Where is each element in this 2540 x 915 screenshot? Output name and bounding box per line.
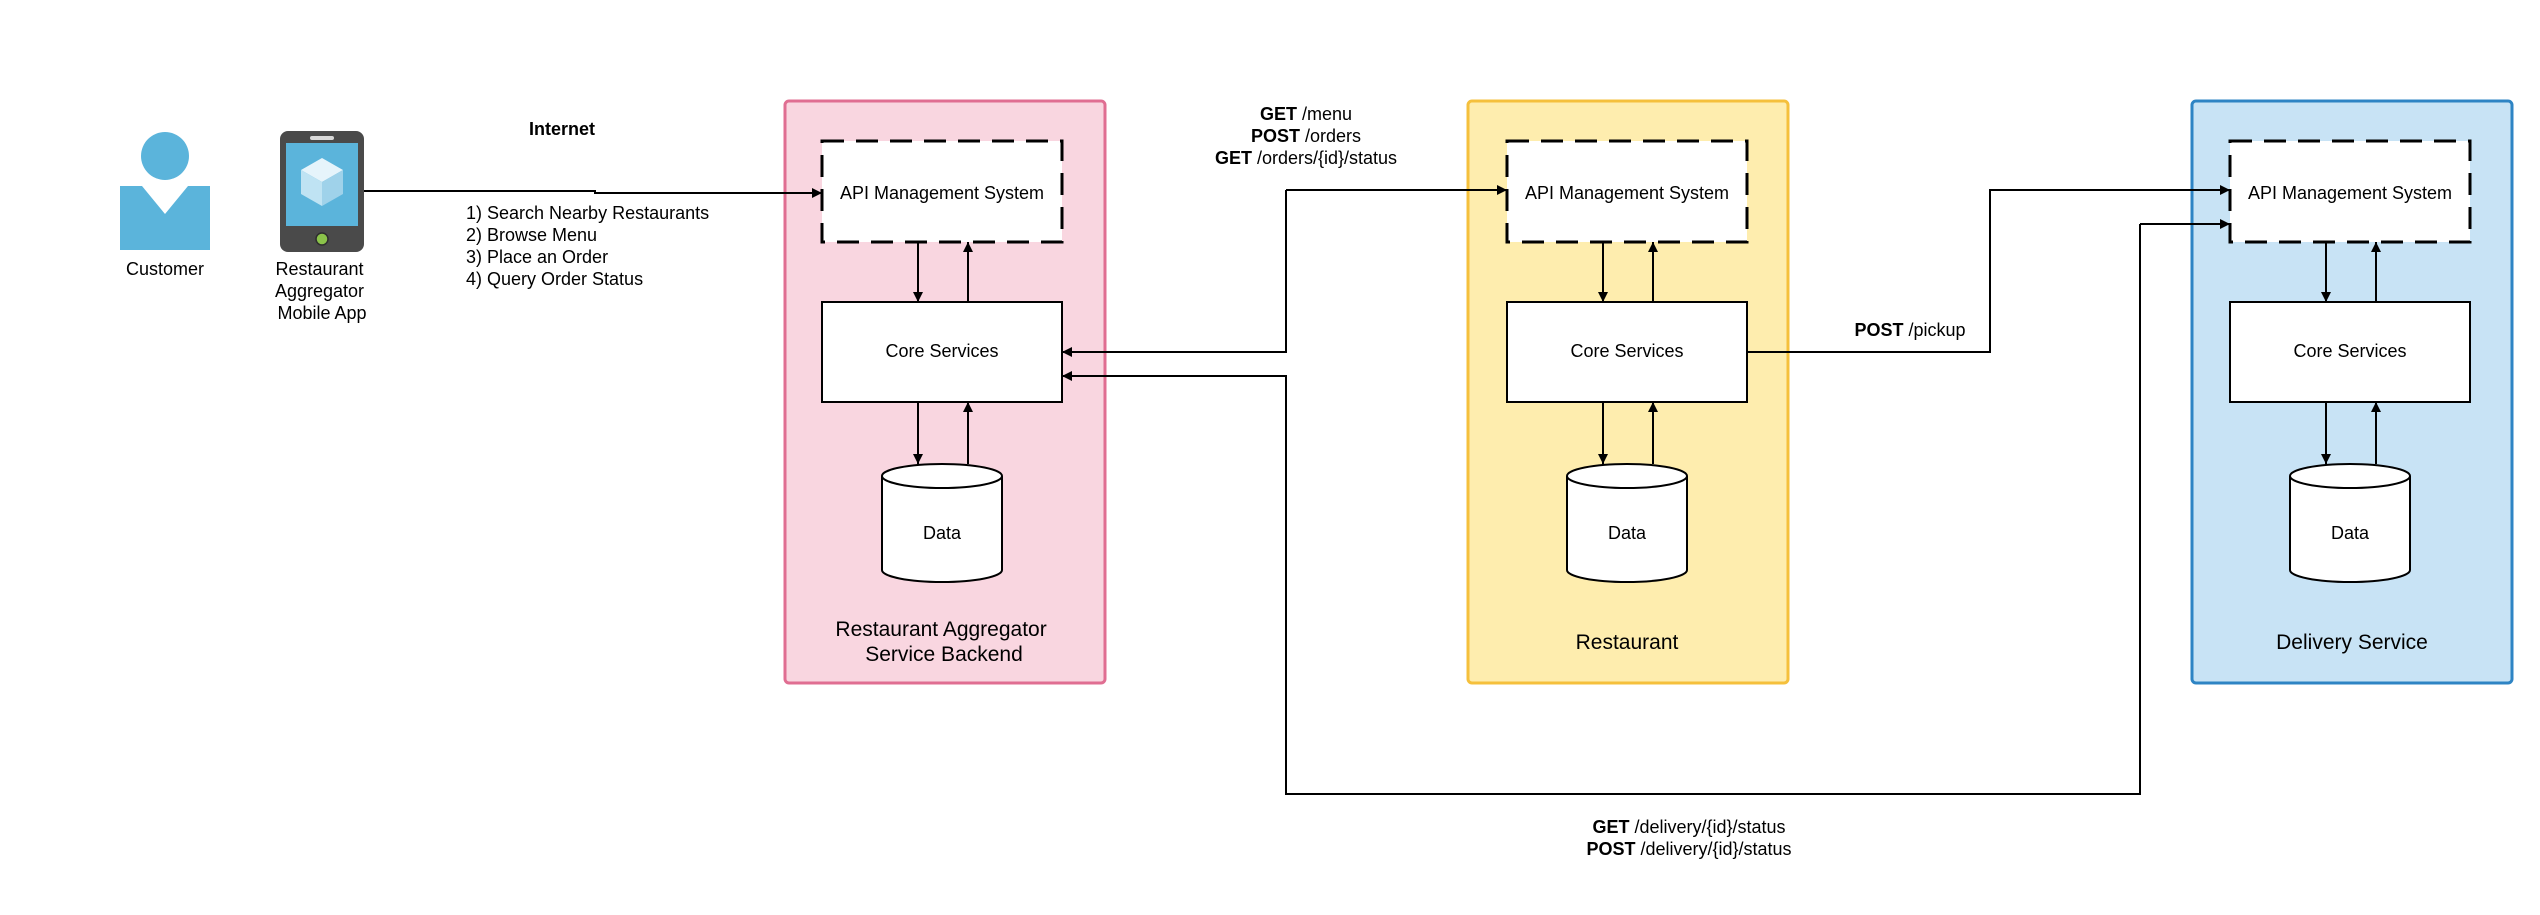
- aggregator-core-services-label: Core Services: [885, 341, 998, 361]
- delivery-panel-title: Delivery Service: [2276, 631, 2428, 654]
- delivery-api-management-label: API Management System: [2248, 183, 2452, 203]
- restaurant-panel-title: Restaurant: [1576, 631, 1679, 654]
- pickup-api-call-label: POST /pickup: [1854, 320, 1965, 340]
- aggregator-core-services-box[interactable]: [821, 301, 1063, 403]
- svg-text:POST /pickup: POST /pickup: [1854, 320, 1965, 340]
- aggregator-api-management-label: API Management System: [840, 183, 1044, 203]
- delivery-to-aggregator-connector: [1062, 224, 2141, 795]
- delivery-data-label: Data: [2331, 523, 2370, 543]
- restaurant-to-delivery-pickup-connector: [1747, 185, 2230, 353]
- delivery-api-management-box[interactable]: [2228, 139, 2472, 244]
- aggregator-database-icon[interactable]: [881, 463, 1003, 583]
- restaurant-core-services-label: Core Services: [1570, 341, 1683, 361]
- restaurant-api-management-box[interactable]: [1505, 139, 1749, 244]
- svg-text:GET /menu: GET /menu: [1260, 104, 1352, 124]
- internet-steps-list: 1) Search Nearby Restaurants 2) Browse M…: [466, 203, 714, 289]
- restaurant-to-aggregator-connector: [1062, 190, 1287, 357]
- aggregator-api-management-box[interactable]: [820, 139, 1064, 244]
- delivery-core-services-label: Core Services: [2293, 341, 2406, 361]
- delivery-core-services-box[interactable]: [2229, 301, 2471, 403]
- restaurant-data-label: Data: [1608, 523, 1647, 543]
- restaurant-database-icon[interactable]: [1566, 463, 1688, 583]
- restaurant-core-services-box[interactable]: [1506, 301, 1748, 403]
- aggregator-data-label: Data: [923, 523, 962, 543]
- delivery-status-api-calls-label: GET /delivery/{id}/status POST /delivery…: [1586, 817, 1791, 859]
- customer-label: Customer: [126, 259, 204, 279]
- svg-text:POST /delivery/{id}/status: POST /delivery/{id}/status: [1586, 839, 1791, 859]
- internal-arrows: [913, 242, 2381, 464]
- internet-label: Internet: [529, 119, 595, 139]
- person-icon: [120, 132, 210, 250]
- smartphone-app-icon: [280, 131, 364, 252]
- svg-text:POST /orders: POST /orders: [1251, 126, 1361, 146]
- svg-text:GET /orders/{id}/status: GET /orders/{id}/status: [1215, 148, 1397, 168]
- restaurant-api-calls-label: GET /menu POST /orders GET /orders/{id}/…: [1215, 104, 1397, 168]
- aggregator-panel-title: Restaurant Aggregator Service Backend: [835, 618, 1052, 666]
- delivery-database-icon[interactable]: [2289, 463, 2411, 583]
- mobile-app-label: Restaurant Aggregator Mobile App: [275, 259, 369, 323]
- restaurant-api-management-label: API Management System: [1525, 183, 1729, 203]
- app-to-aggregator-connector: [364, 188, 822, 198]
- svg-text:GET /delivery/{id}/status: GET /delivery/{id}/status: [1592, 817, 1785, 837]
